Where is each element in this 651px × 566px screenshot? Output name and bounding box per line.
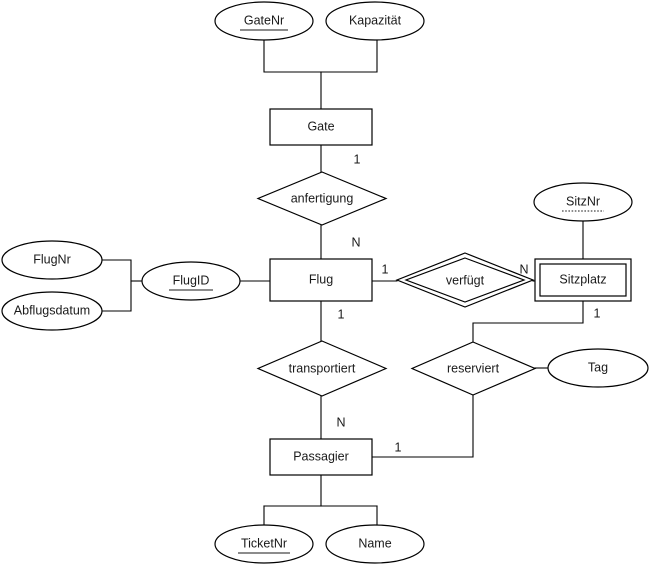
relationship-reserviert-diamond: [410, 341, 537, 396]
attribute-name[interactable]: Name: [325, 524, 425, 564]
relationship-anfertigung[interactable]: anfertigung: [256, 171, 388, 226]
edge-flug-subattributes-bracket: [102, 259, 132, 312]
attribute-tag-ellipse: [547, 348, 649, 388]
cardinality-gate-anfertigung: 1: [354, 152, 361, 166]
attribute-abflugsdatum-label: Abflugsdatum: [14, 303, 90, 317]
relationship-reserviert-label: reserviert: [447, 361, 500, 375]
attribute-ticketnr[interactable]: TicketNr: [214, 524, 314, 564]
attribute-gatenr-ellipse: [214, 1, 314, 41]
relationship-anfertigung-diamond: [256, 171, 388, 226]
attribute-sitznr[interactable]: SitzNr: [533, 182, 633, 222]
attribute-sitznr-label: SitzNr: [566, 194, 600, 208]
attribute-abflugsdatum[interactable]: Abflugsdatum: [1, 291, 103, 331]
attribute-kapazitaet[interactable]: Kapazität: [325, 1, 425, 41]
attribute-tag[interactable]: Tag: [547, 348, 649, 388]
entity-gate-rect: [269, 108, 373, 146]
relationship-verfuegt-diamond-outer: [395, 252, 535, 308]
connector-group: [102, 39, 584, 526]
cardinality-anfertigung-flug: N: [351, 235, 360, 249]
relationship-transportiert-diamond: [256, 340, 388, 397]
edge-reserviert-passagier: [371, 394, 474, 458]
attribute-name-ellipse: [325, 524, 425, 564]
cardinality-verfuegt-sitzplatz: N: [519, 262, 528, 276]
cardinality-reserviert-passagier: 1: [395, 440, 402, 454]
attribute-flugid-ellipse: [141, 261, 241, 301]
relationship-verfuegt[interactable]: verfügt: [395, 252, 535, 308]
relationship-transportiert[interactable]: transportiert: [256, 340, 388, 397]
relationship-verfuegt-diamond-inner: [404, 257, 526, 303]
entity-passagier-rect: [269, 438, 373, 476]
entity-sitzplatz-label: Sitzplatz: [559, 272, 606, 286]
relationship-transportiert-label: transportiert: [289, 361, 356, 375]
relationship-verfuegt-label: verfügt: [446, 273, 485, 287]
attribute-flugnr-label: FlugNr: [33, 252, 71, 266]
attribute-flugnr-ellipse: [1, 240, 103, 280]
entity-flug-label: Flug: [309, 272, 333, 286]
entity-flug[interactable]: Flug: [269, 258, 373, 302]
entity-sitzplatz-rect-outer: [534, 258, 632, 302]
entity-sitzplatz-rect-inner: [539, 263, 627, 297]
entity-gate-label: Gate: [307, 119, 334, 133]
attribute-abflugsdatum-ellipse: [1, 291, 103, 331]
attribute-gatenr[interactable]: GateNr: [214, 1, 314, 41]
attribute-flugnr[interactable]: FlugNr: [1, 240, 103, 280]
entity-gate[interactable]: Gate: [269, 108, 373, 146]
attribute-flugid-label: FlugID: [173, 273, 210, 287]
entity-passagier-label: Passagier: [293, 449, 349, 463]
attribute-sitznr-ellipse: [533, 182, 633, 222]
attribute-flugid[interactable]: FlugID: [141, 261, 241, 301]
cardinality-flug-transportiert: 1: [338, 307, 345, 321]
attribute-kapazitaet-ellipse: [325, 1, 425, 41]
edge-sitzplatz-reserviert: [472, 300, 584, 343]
cardinality-transportiert-passagier: N: [336, 415, 345, 429]
edge-gate-attributes-bracket: [263, 39, 378, 73]
cardinality-group: 1 N 1 N 1 N 1 1: [336, 152, 600, 454]
attribute-kapazitaet-label: Kapazität: [349, 13, 402, 27]
relationship-anfertigung-label: anfertigung: [291, 191, 354, 205]
attribute-tag-label: Tag: [588, 360, 608, 374]
attribute-gatenr-label: GateNr: [244, 13, 284, 27]
attribute-name-label: Name: [358, 536, 391, 550]
entity-sitzplatz[interactable]: Sitzplatz: [534, 258, 632, 302]
entity-passagier[interactable]: Passagier: [269, 438, 373, 476]
relationship-reserviert[interactable]: reserviert: [410, 341, 537, 396]
cardinality-sitzplatz-reserviert: 1: [594, 306, 601, 320]
entity-flug-rect: [269, 258, 373, 302]
cardinality-flug-verfuegt: 1: [382, 262, 389, 276]
attribute-ticketnr-label: TicketNr: [241, 536, 287, 550]
